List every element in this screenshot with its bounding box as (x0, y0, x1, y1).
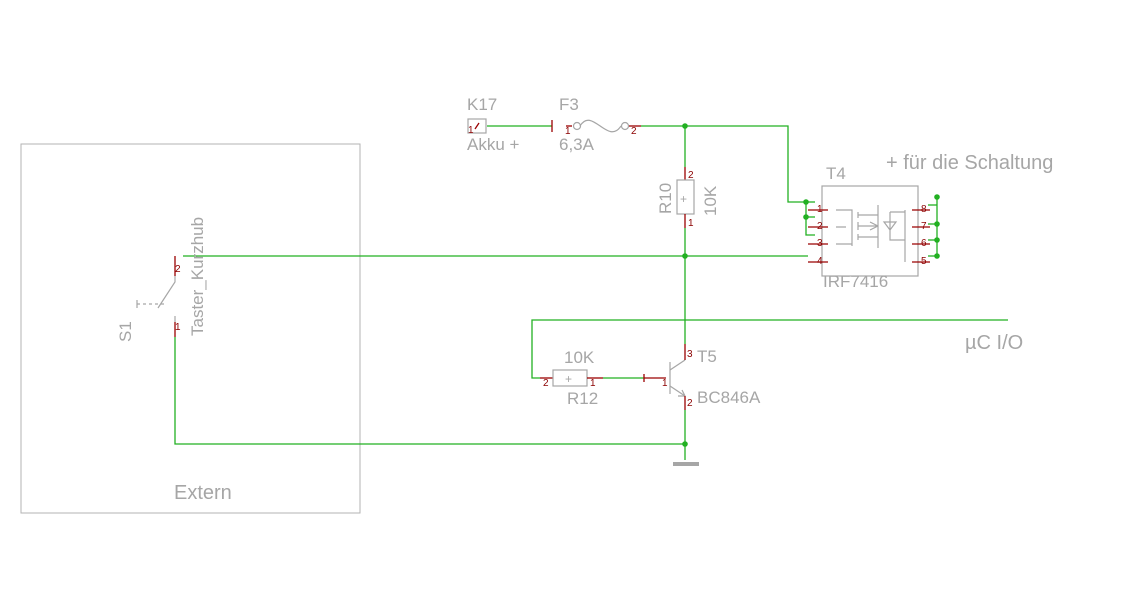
junction-dot (682, 441, 688, 447)
junction-dot (934, 253, 940, 259)
r10-mark: + (680, 192, 687, 206)
t5-ref: T5 (697, 347, 717, 366)
fuse-terminal-1 (572, 121, 582, 131)
s1-name: Taster_Kurzhub (188, 217, 207, 336)
wire-uc-io (531, 319, 1008, 379)
s1-ref: S1 (116, 321, 135, 342)
t4-body (821, 185, 919, 277)
t5-arrow (678, 389, 686, 397)
t4-pin7: 7 (921, 221, 927, 232)
t4-pin3: 3 (817, 238, 823, 249)
r10-pin2-label: 2 (688, 170, 694, 181)
r10-pin1-label: 1 (688, 218, 694, 229)
junction-dot (682, 123, 688, 129)
t5-pin2-label: 2 (687, 398, 693, 409)
fuse-ref: F3 (559, 95, 579, 114)
t4-pin8: 8 (921, 204, 927, 215)
connector-ref: K17 (467, 95, 497, 114)
t4-pin2: 2 (817, 221, 823, 232)
t5-base-lead (643, 374, 666, 382)
fuse-pin1-label: 1 (565, 126, 571, 137)
connector-pin-label: 1 (468, 125, 474, 136)
t4-pin1: 1 (817, 204, 823, 215)
connector-k17: 1 K17 Akku + (467, 95, 520, 154)
t5-collector (669, 359, 686, 371)
r12-pin1-label: 1 (590, 378, 596, 389)
resistor-r10: + 2 1 R10 10K (656, 167, 720, 229)
t5-pin3-label: 3 (687, 349, 693, 360)
r12-value: 10K (564, 348, 595, 367)
wire-src-bridge (805, 202, 815, 236)
extern-label: Extern (174, 482, 232, 504)
s1-pin2-label: 2 (175, 264, 181, 275)
wires (174, 125, 1008, 460)
r10-value: 10K (701, 185, 720, 216)
t5-part: BC846A (697, 388, 761, 407)
s1-contact (157, 276, 176, 322)
junction-dot (934, 194, 940, 200)
t4-internal (836, 205, 906, 262)
r12-mark: + (565, 372, 572, 386)
switch-s1: 2 1 S1 Taster_Kurzhub (116, 217, 207, 342)
connector-label: Akku + (467, 135, 520, 154)
uc-io-label: µC I/O (965, 332, 1023, 354)
wire-node-mosfet (685, 125, 806, 203)
t4-pin5: 5 (921, 256, 927, 267)
r12-pin2-label: 2 (543, 378, 549, 389)
fuse-pin2-label: 2 (631, 126, 637, 137)
fuse-value: 6,3A (559, 135, 595, 154)
junctions (682, 123, 940, 447)
junction-dot (682, 253, 688, 259)
fuse-element (579, 119, 622, 133)
extern-frame (20, 143, 361, 514)
connector-body (467, 118, 487, 134)
fuse-f3: 1 2 F3 6,3A (551, 95, 641, 154)
t5-pin1-label: 1 (662, 378, 668, 389)
junction-dot (803, 199, 809, 205)
resistor-r12: + 2 1 10K R12 (540, 348, 603, 408)
wire-switch-gnd (174, 337, 685, 445)
s1-pin1-label: 1 (175, 322, 181, 333)
connector-lead (474, 122, 480, 130)
supply-label: + für die Schaltung (886, 152, 1053, 174)
t4-right-leads (912, 209, 930, 263)
fuse-terminal-2 (620, 121, 630, 131)
junction-dot (803, 214, 809, 220)
t4-pin6: 6 (921, 238, 927, 249)
t5-emitter (669, 385, 686, 397)
mosfet-t4: 1 2 3 4 5 6 7 8 T4 IRF7416 (808, 164, 930, 291)
junction-dot (934, 221, 940, 227)
r12-ref: R12 (567, 389, 598, 408)
t4-left-leads (808, 209, 828, 263)
t4-pin4: 4 (817, 256, 823, 267)
transistor-t5: 3 1 2 T5 BC846A (643, 344, 761, 410)
r10-ref: R10 (656, 183, 675, 214)
t4-ref: T4 (826, 164, 846, 183)
junction-dot (934, 237, 940, 243)
t4-part: IRF7416 (823, 272, 888, 291)
